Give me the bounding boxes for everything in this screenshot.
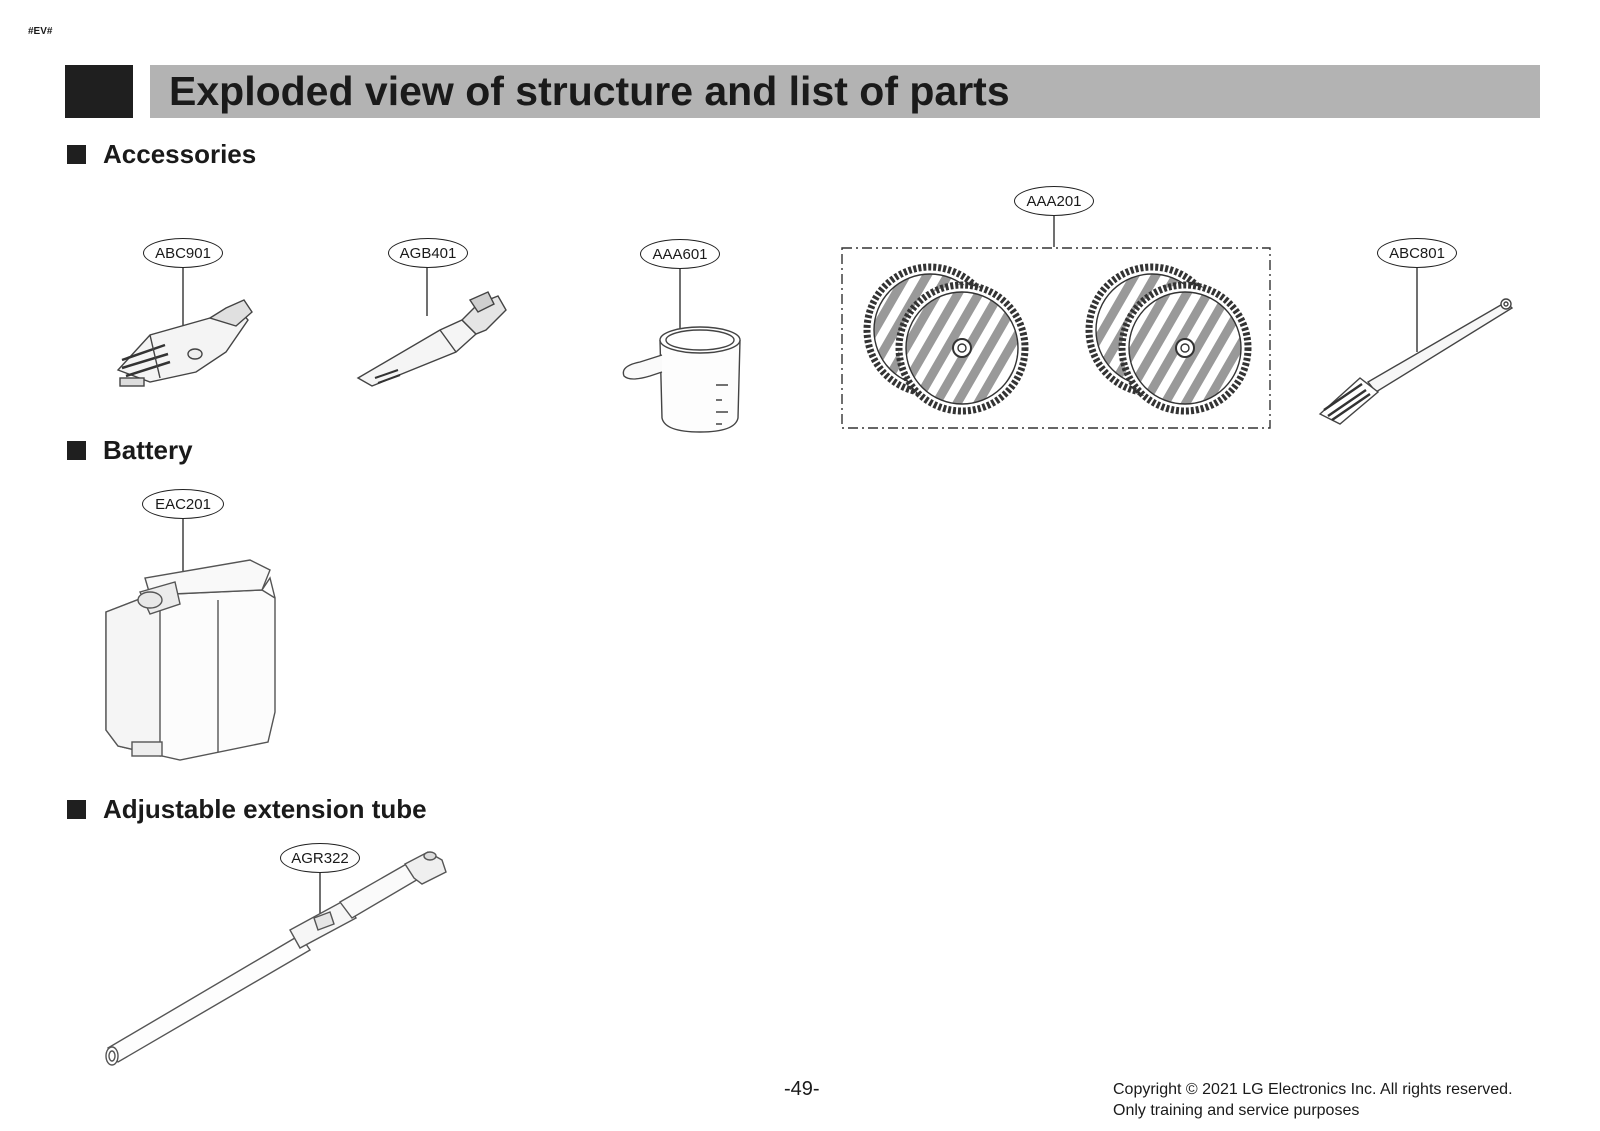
section-battery-label: Battery — [103, 435, 193, 465]
section-accessories: Accessories — [67, 139, 256, 170]
crevice-tool-icon — [356, 291, 507, 387]
copyright-notice: Copyright © 2021 LG Electronics Inc. All… — [1113, 1079, 1513, 1121]
battery-pack-icon — [105, 559, 276, 761]
page-number: -49- — [784, 1078, 820, 1100]
section-tube-label: Adjustable extension tube — [103, 794, 427, 824]
title-block — [65, 65, 133, 118]
callout-agr322: AGR322 — [280, 843, 360, 873]
copyright-line-2: Only training and service purposes — [1113, 1102, 1360, 1119]
callout-abc901: ABC901 — [143, 238, 223, 268]
page-title: Exploded view of structure and list of p… — [169, 68, 1010, 114]
copyright-line-1: Copyright © 2021 LG Electronics Inc. All… — [1113, 1081, 1513, 1098]
callout-agb401: AGB401 — [388, 238, 468, 268]
callout-eac201: EAC201 — [142, 489, 224, 519]
brush-roller-wheels-icon — [863, 263, 1252, 415]
section-tube: Adjustable extension tube — [67, 794, 427, 825]
extension-tube-icon — [105, 851, 447, 1066]
document-tag: #EV# — [28, 26, 53, 37]
nozzle-tool-icon — [116, 299, 253, 387]
cleaning-brush-icon — [1318, 298, 1514, 425]
title-bar — [150, 65, 1540, 118]
callout-abc801: ABC801 — [1377, 238, 1457, 268]
section-bullet-icon — [67, 441, 86, 460]
section-battery: Battery — [67, 435, 193, 466]
wheel-group-frame — [841, 247, 1271, 429]
section-bullet-icon — [67, 800, 86, 819]
callout-aaa601: AAA601 — [640, 239, 720, 269]
section-bullet-icon — [67, 145, 86, 164]
section-accessories-label: Accessories — [103, 139, 257, 169]
measuring-cup-icon — [622, 326, 741, 433]
callout-aaa201: AAA201 — [1014, 186, 1094, 216]
